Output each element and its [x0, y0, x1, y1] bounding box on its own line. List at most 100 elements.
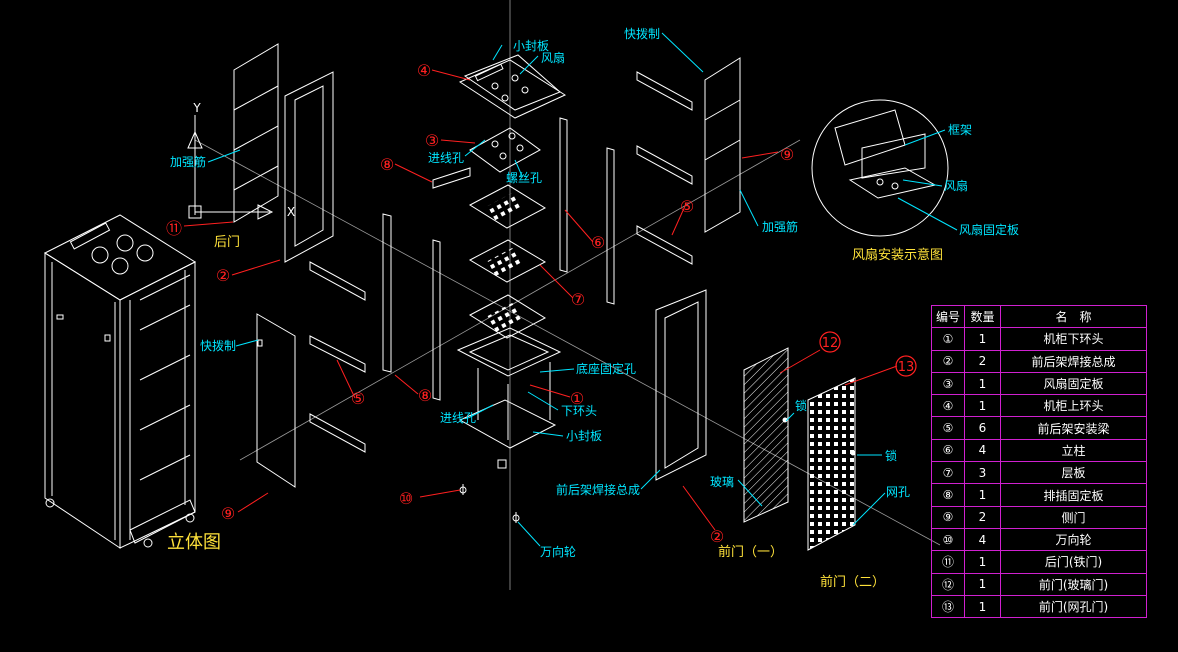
label-small-cover: 小封板	[513, 39, 549, 53]
label-cable-hole-base: 进线孔	[440, 411, 476, 425]
cyan-part-labels: 小封板 风扇 加强筋 进线孔 螺丝孔 快拨制 加强筋 快拨制 底座固定孔 下环头…	[170, 27, 1019, 559]
label-frame-weld: 前后架焊接总成	[556, 482, 640, 497]
label-base-fix-hole: 底座固定孔	[576, 361, 636, 376]
label-stiffener-right: 加强筋	[762, 219, 798, 234]
bom-cell-no: ⑬	[931, 594, 965, 619]
bom-header-qty: 数量	[964, 304, 1001, 329]
balloon-3: ③	[425, 131, 439, 150]
balloon-8-a: ⑧	[380, 155, 394, 174]
balloon-8-b: ⑧	[418, 386, 432, 405]
balloon-5-b: ⑤	[680, 197, 694, 216]
bom-cell-name: 前门(玻璃门)	[1000, 572, 1147, 596]
label-mesh-hole: 网孔	[886, 485, 910, 499]
balloon-1: ①	[570, 389, 584, 408]
axis-y-label: Y	[192, 101, 201, 115]
bom-cell-qty: 1	[964, 594, 1001, 619]
bom-cell-name: 前后架焊接总成	[1000, 349, 1147, 373]
bom-cell-name: 前后架安装梁	[1000, 416, 1147, 440]
balloon-4: ④	[417, 61, 431, 80]
fan-install-detail	[811, 99, 949, 237]
rear-door-part	[187, 43, 334, 263]
balloon-11: ⑪	[166, 219, 182, 238]
balloon-6-a: ⑥	[591, 233, 605, 252]
side-door-left-part	[256, 313, 296, 488]
title-fan-detail: 风扇安装示意图	[852, 247, 943, 263]
bom-cell-no: ⑥	[931, 438, 965, 463]
axis-x-label: X	[287, 205, 295, 219]
view-titles: 立体图 后门 前门（一） 前门（二） 风扇安装示意图	[167, 235, 943, 590]
bom-cell-name: 前门(网孔门)	[1000, 594, 1147, 619]
bom-cell-name: 层板	[1000, 461, 1147, 485]
bom-cell-qty: 1	[964, 371, 1001, 396]
balloon-2-b: ②	[710, 527, 724, 546]
bom-cell-qty: 1	[964, 550, 1001, 574]
balloon-13: 13	[898, 360, 915, 375]
bom-cell-no: ④	[931, 394, 965, 418]
bom-cell-no: ⑩	[931, 527, 965, 552]
bom-header-row: 编号 数量 名 称	[931, 304, 1147, 329]
label-small-cover-base: 小封板	[566, 429, 602, 443]
bom-cell-no: ②	[931, 349, 965, 373]
bom-cell-name: 风扇固定板	[1000, 371, 1147, 396]
bom-cell-qty: 1	[964, 572, 1001, 596]
bom-cell-qty: 2	[964, 505, 1001, 529]
red-balloons: ④ ③ ⑧ ⑪ ② ⑥ ⑦ ⑤ ⑨ ⑤ ⑧ ① ⑩ ⑨ ⑥ ②	[166, 61, 794, 546]
label-quick-release-left: 快拨制	[200, 339, 236, 353]
balloon-9-b: ⑨	[221, 504, 235, 523]
bom-cell-name: 立柱	[1000, 438, 1147, 463]
bom-cell-no: ⑧	[931, 483, 965, 507]
bom-cell-name: 机柜上环头	[1000, 394, 1147, 418]
title-iso-view: 立体图	[167, 532, 221, 553]
label-stiffener-left: 加强筋	[170, 154, 206, 169]
label-lower-ring: 下环头	[561, 404, 597, 418]
label-screw-hole: 螺丝孔	[506, 171, 542, 185]
bom-cell-no: ⑦	[931, 461, 965, 485]
bom-cell-name: 侧门	[1000, 505, 1147, 529]
cabinet-isometric-view	[43, 214, 197, 549]
bom-header-no: 编号	[931, 304, 965, 329]
bom-cell-no: ⑨	[931, 505, 965, 529]
label-fan: 风扇	[541, 50, 565, 65]
red-balloon-circles	[819, 331, 917, 377]
label-cable-hole: 进线孔	[428, 151, 464, 165]
bom-cell-name: 后门(铁门)	[1000, 550, 1147, 574]
shelf-perforation-marks	[487, 192, 523, 332]
beams-and-posts	[309, 71, 693, 453]
bom-cell-qty: 4	[964, 527, 1001, 552]
balloon-9-a: ⑨	[780, 145, 794, 164]
bom-cell-qty: 2	[964, 349, 1001, 373]
balloon-12: 12	[822, 336, 839, 351]
bom-cell-qty: 1	[964, 394, 1001, 418]
bom-cell-no: ①	[931, 327, 965, 351]
bom-cell-qty: 3	[964, 461, 1001, 485]
bom-cell-qty: 4	[964, 438, 1001, 463]
bom-header-name: 名 称	[1000, 304, 1147, 329]
bom-cell-no: ⑪	[931, 550, 965, 574]
cyan-leader-lines	[207, 32, 958, 547]
label-fan-fix-plate: 风扇固定板	[959, 222, 1019, 237]
bom-cell-no: ⑫	[931, 572, 965, 596]
bom-cell-name: 机柜下环头	[1000, 327, 1147, 351]
bom-cell-no: ③	[931, 371, 965, 396]
red-balloon-leaders	[183, 69, 898, 531]
label-caster: 万向轮	[540, 544, 576, 559]
bom-cell-qty: 1	[964, 327, 1001, 351]
title-front-door-2: 前门（二）	[820, 574, 885, 590]
bom-cell-qty: 6	[964, 416, 1001, 440]
label-frame: 框架	[948, 123, 972, 137]
label-glass: 玻璃	[710, 475, 734, 489]
